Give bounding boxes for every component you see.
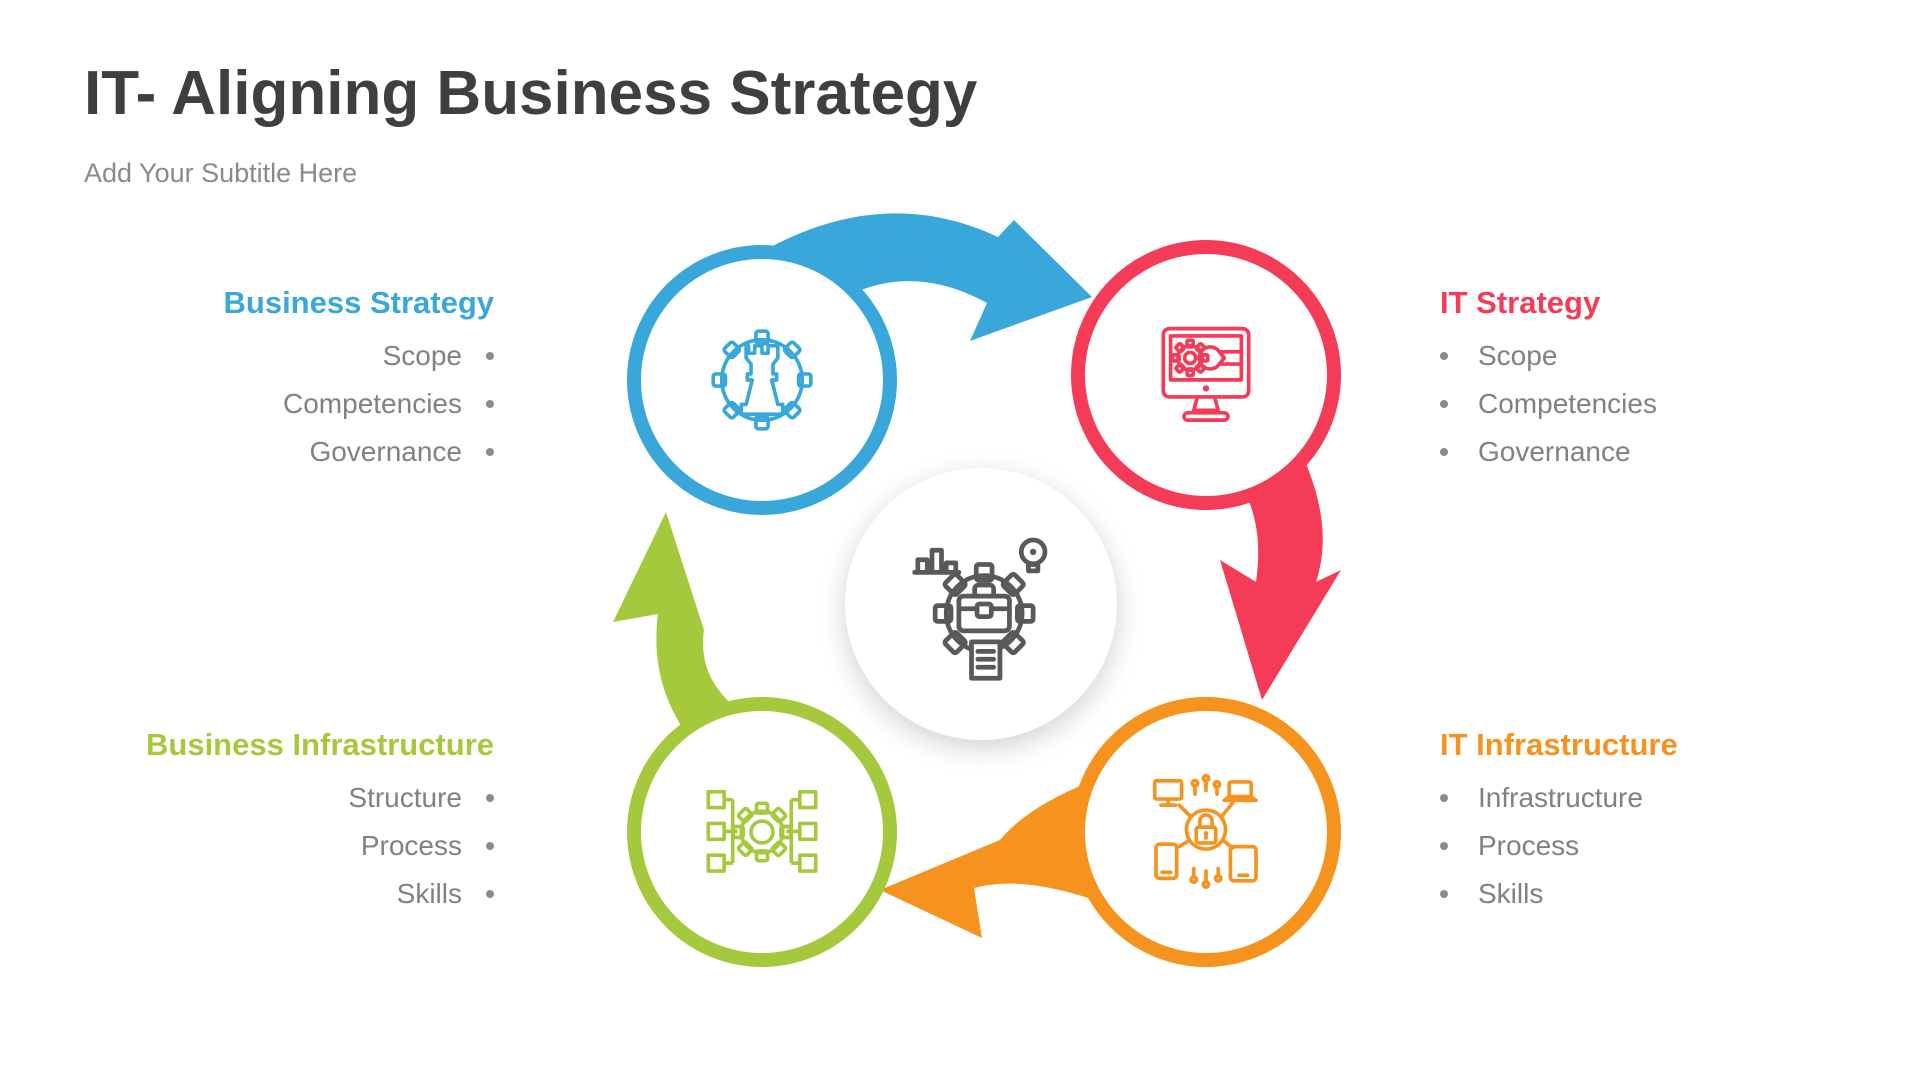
list-item: Governance [1440, 428, 1880, 476]
list-item: Infrastructure [1440, 774, 1880, 822]
list-item: Competencies [1440, 380, 1880, 428]
bullet-dot [1440, 890, 1448, 898]
bullet-dot [1440, 448, 1448, 456]
list-item-label: Governance [309, 436, 462, 467]
list-item: Scope [54, 332, 494, 380]
quadrant-items: Structure Process Skills [54, 774, 494, 918]
bullet-dot [1440, 352, 1448, 360]
list-item: Competencies [54, 380, 494, 428]
bullet-dot [486, 448, 494, 456]
list-item-label: Structure [348, 782, 462, 813]
it-strategy-block: IT Strategy Scope Competencies Governanc… [1440, 284, 1880, 476]
list-item: Skills [54, 870, 494, 918]
it-infrastructure-circle [1071, 697, 1341, 967]
bullet-dot [486, 352, 494, 360]
arrow-orange-icon [880, 772, 1118, 938]
page-title: IT- Aligning Business Strategy [84, 59, 978, 128]
center-circle [845, 468, 1117, 740]
connected-devices-lock-icon [1152, 773, 1258, 889]
business-strategy-block: Business Strategy Scope Competencies Gov… [54, 284, 494, 476]
list-item-label: Infrastructure [1478, 782, 1643, 813]
quadrant-heading: Business Infrastructure [146, 727, 494, 762]
quadrant-items: Scope Competencies Governance [54, 332, 494, 476]
gear-briefcase-analytics-icon [912, 537, 1048, 681]
gear-org-structure-icon [706, 789, 818, 873]
arrow-red-icon [1220, 438, 1341, 700]
list-item-label: Process [1478, 830, 1580, 861]
monitor-gear-wrench-icon [1161, 326, 1251, 422]
list-item: Process [1440, 822, 1880, 870]
list-item-label: Skills [1478, 878, 1544, 909]
chess-rook-gear-icon [711, 329, 813, 431]
list-item-label: Governance [1478, 436, 1631, 467]
quadrant-heading: Business Strategy [223, 285, 495, 320]
bullet-dot [486, 400, 494, 408]
list-item: Process [54, 822, 494, 870]
list-item-label: Competencies [283, 388, 462, 419]
list-item-label: Skills [396, 878, 462, 909]
quadrant-items: Scope Competencies Governance [1440, 332, 1880, 476]
quadrant-heading: IT Strategy [1440, 285, 1601, 320]
bullet-dot [486, 794, 494, 802]
it-infrastructure-block: IT Infrastructure Infrastructure Process… [1440, 726, 1880, 918]
list-item: Scope [1440, 332, 1880, 380]
arrow-green-icon [613, 512, 768, 752]
list-item-label: Scope [382, 340, 462, 371]
list-item-label: Process [360, 830, 462, 861]
arrow-blue-icon [745, 213, 1092, 341]
business-infrastructure-block: Business Infrastructure Structure Proces… [54, 726, 494, 918]
business-infrastructure-circle [627, 697, 897, 967]
quadrant-heading: IT Infrastructure [1440, 727, 1678, 762]
bullet-dot [1440, 400, 1448, 408]
bullet-dot [486, 890, 494, 898]
quadrant-items: Infrastructure Process Skills [1440, 774, 1880, 918]
list-item-label: Scope [1478, 340, 1558, 371]
bullet-dot [486, 842, 494, 850]
it-strategy-circle [1071, 240, 1341, 510]
page-subtitle: Add Your Subtitle Here [84, 158, 358, 188]
business-strategy-circle [627, 245, 897, 515]
list-item: Structure [54, 774, 494, 822]
bullet-dot [1440, 794, 1448, 802]
bullet-dot [1440, 842, 1448, 850]
list-item-label: Competencies [1478, 388, 1657, 419]
list-item: Skills [1440, 870, 1880, 918]
list-item: Governance [54, 428, 494, 476]
